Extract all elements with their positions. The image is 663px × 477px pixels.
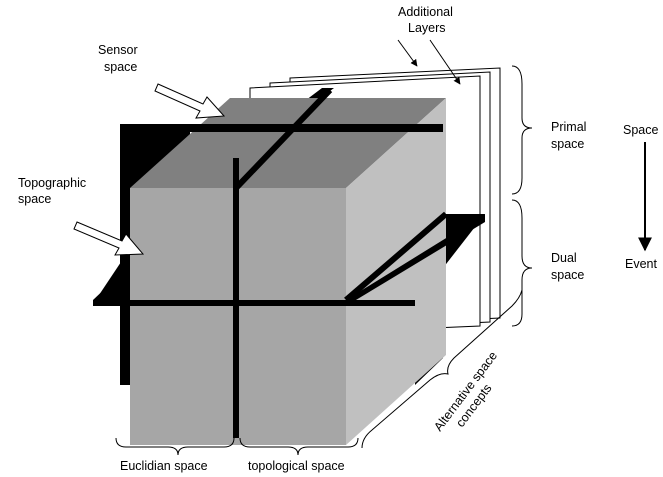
event-label: Event [625, 257, 657, 271]
topological-space-label: topological space [248, 459, 345, 473]
dual-space-label-2: space [551, 268, 584, 282]
topographic-space-label-2: space [18, 192, 51, 206]
topological-brace-icon [239, 437, 359, 456]
horizontal-plane-front-left [93, 265, 130, 306]
euclidian-space-label: Euclidian space [120, 459, 208, 473]
primal-space-label-2: space [551, 137, 584, 151]
additional-layer-pointer-2 [429, 39, 461, 85]
topographic-space-label-1: Topographic [18, 176, 86, 190]
topographic-arrow-icon [73, 221, 145, 256]
sensor-space-label-2: space [104, 60, 137, 74]
dual-space-label-1: Dual [551, 251, 577, 265]
horizontal-plane-front-right [346, 214, 485, 306]
additional-layers-label-2: Layers [408, 21, 446, 35]
additional-layer-pointer-1 [397, 39, 418, 67]
frame-top-bar [120, 124, 443, 132]
cube-top-face [130, 98, 446, 188]
space-label: Space [623, 123, 658, 137]
sensor-arrow-icon [154, 83, 226, 119]
primal-space-label-1: Primal [551, 120, 586, 134]
side-face-slice-horizontal [344, 211, 448, 303]
additional-layers-label-1: Additional [398, 5, 453, 19]
alternative-space-brace-icon [361, 289, 523, 449]
euclidian-brace-icon [115, 437, 235, 456]
sensor-space-label-1: Sensor [98, 43, 138, 57]
dual-brace-icon [511, 199, 533, 327]
top-face-ridge [233, 87, 333, 191]
primal-brace-icon [511, 65, 533, 195]
